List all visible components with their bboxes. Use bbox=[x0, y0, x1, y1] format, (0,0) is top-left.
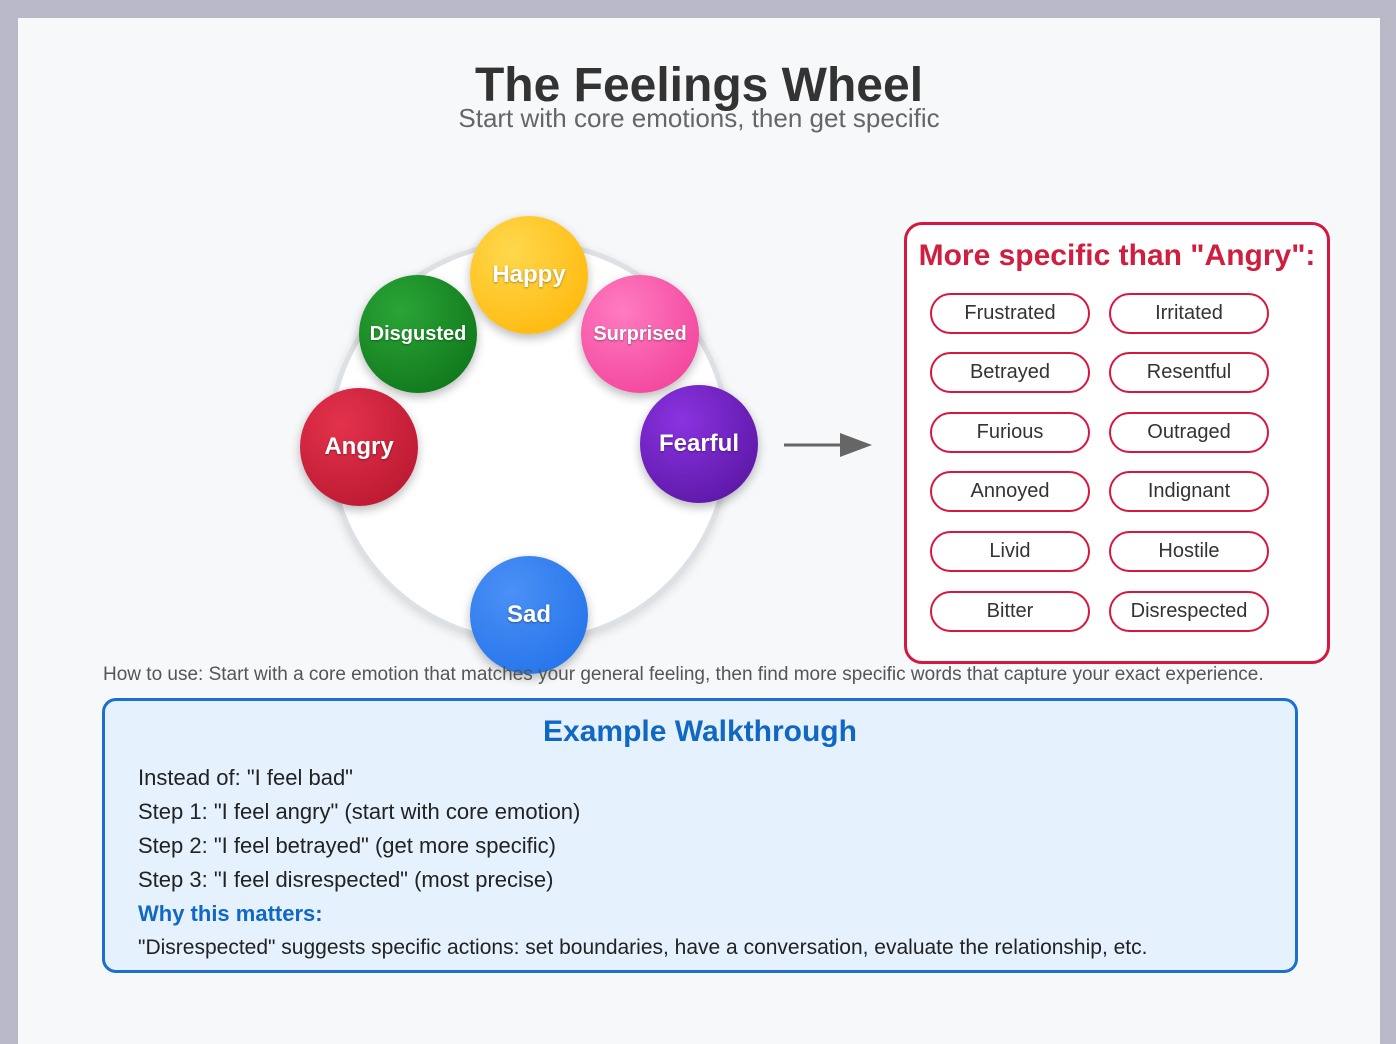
word-pill-irritated[interactable]: Irritated bbox=[1109, 293, 1269, 334]
page-title: The Feelings Wheel bbox=[474, 59, 924, 112]
word-pill-disrespected[interactable]: Disrespected bbox=[1109, 591, 1269, 632]
how-to-use-text: How to use: Start with a core emotion th… bbox=[103, 664, 1264, 685]
emotion-sad[interactable]: Sad bbox=[470, 556, 588, 674]
word-pill-livid[interactable]: Livid bbox=[930, 531, 1090, 572]
emotion-label: Happy bbox=[492, 261, 566, 288]
word-pill-furious[interactable]: Furious bbox=[930, 412, 1090, 453]
example-line-step-1: Step 1: "I feel angry" (start with core … bbox=[138, 799, 581, 824]
arrow-right-icon bbox=[784, 433, 872, 457]
emotion-angry[interactable]: Angry bbox=[300, 388, 418, 506]
example-walkthrough-panel: Example Walkthrough Instead of: "I feel … bbox=[102, 698, 1298, 973]
word-pill-frustrated[interactable]: Frustrated bbox=[930, 293, 1090, 334]
specific-words-title: More specific than "Angry": bbox=[918, 239, 1316, 272]
word-pill-resentful[interactable]: Resentful bbox=[1109, 352, 1269, 393]
word-pill-betrayed[interactable]: Betrayed bbox=[930, 352, 1090, 393]
why-matters-text: "Disrespected" suggests specific actions… bbox=[138, 936, 1148, 959]
emotion-label: Sad bbox=[506, 601, 551, 628]
page-subtitle: Start with core emotions, then get speci… bbox=[458, 103, 940, 133]
example-line-instead: Instead of: "I feel bad" bbox=[138, 765, 353, 790]
example-line-step-3: Step 3: "I feel disrespected" (most prec… bbox=[138, 867, 554, 892]
word-pill-annoyed[interactable]: Annoyed bbox=[930, 471, 1090, 512]
emotion-surprised[interactable]: Surprised bbox=[581, 275, 699, 393]
emotion-label: Disgusted bbox=[369, 322, 467, 345]
why-matters-heading: Why this matters: bbox=[138, 901, 323, 926]
word-pill-outraged[interactable]: Outraged bbox=[1109, 412, 1269, 453]
page: The Feelings Wheel Start with core emoti… bbox=[18, 18, 1380, 1044]
emotion-happy[interactable]: Happy bbox=[470, 216, 588, 334]
emotion-disgusted[interactable]: Disgusted bbox=[359, 275, 477, 393]
emotion-fearful[interactable]: Fearful bbox=[640, 385, 758, 503]
emotion-label: Fearful bbox=[658, 430, 739, 457]
word-pill-indignant[interactable]: Indignant bbox=[1109, 471, 1269, 512]
example-title: Example Walkthrough bbox=[543, 715, 857, 748]
word-pill-hostile[interactable]: Hostile bbox=[1109, 531, 1269, 572]
word-pill-bitter[interactable]: Bitter bbox=[930, 591, 1090, 632]
emotion-label: Angry bbox=[324, 433, 394, 460]
example-line-step-2: Step 2: "I feel betrayed" (get more spec… bbox=[138, 833, 556, 858]
emotion-label: Surprised bbox=[593, 322, 687, 345]
specific-words-panel: More specific than "Angry": Frustrated I… bbox=[904, 222, 1330, 664]
